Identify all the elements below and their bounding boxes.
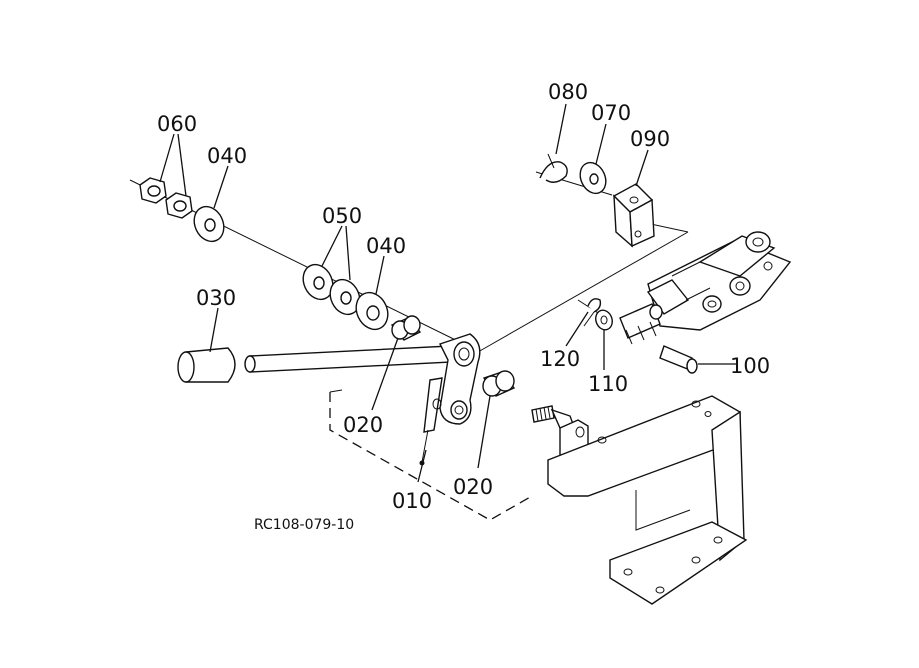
callout-050: 050 — [322, 204, 362, 228]
control-valve-body — [619, 231, 792, 345]
leader-lines — [159, 103, 736, 483]
callout-120: 120 — [540, 347, 580, 371]
washer-040-right — [355, 291, 389, 331]
washer-050-b — [329, 278, 361, 316]
figure-code-caption: RC108-079-10 — [254, 517, 354, 533]
callout-040-right: 040 — [366, 234, 406, 258]
callout-020-lower: 020 — [453, 475, 493, 499]
washer-110 — [595, 309, 613, 331]
callout-020-upper: 020 — [343, 413, 383, 437]
callout-070: 070 — [591, 101, 631, 125]
callout-030: 030 — [196, 286, 236, 310]
nut-060-a — [139, 177, 167, 204]
nut-060-b — [165, 192, 193, 219]
mounting-bracket — [547, 395, 748, 605]
dashed-assembly-outline — [329, 392, 533, 521]
washer-050-a — [302, 263, 334, 301]
bushing-020-upper — [390, 315, 422, 341]
washer-070 — [579, 161, 607, 195]
callout-040-left: 040 — [207, 144, 247, 168]
linkage-axis-line — [477, 231, 689, 353]
clip-080 — [539, 153, 568, 183]
grip-030 — [177, 347, 236, 383]
pin-100 — [659, 345, 698, 374]
callout-010: 010 — [392, 489, 432, 513]
bushing-020-lower — [482, 370, 516, 397]
callout-110: 110 — [588, 372, 628, 396]
cotter-pin-120 — [583, 298, 602, 327]
callout-100: 100 — [730, 354, 770, 378]
callout-080: 080 — [548, 80, 588, 104]
lever-rod — [244, 345, 453, 373]
washer-040-left — [193, 205, 225, 243]
lever-arm-010 — [419, 333, 481, 466]
callout-060: 060 — [157, 112, 197, 136]
block-090 — [612, 183, 655, 248]
callout-090: 090 — [630, 127, 670, 151]
